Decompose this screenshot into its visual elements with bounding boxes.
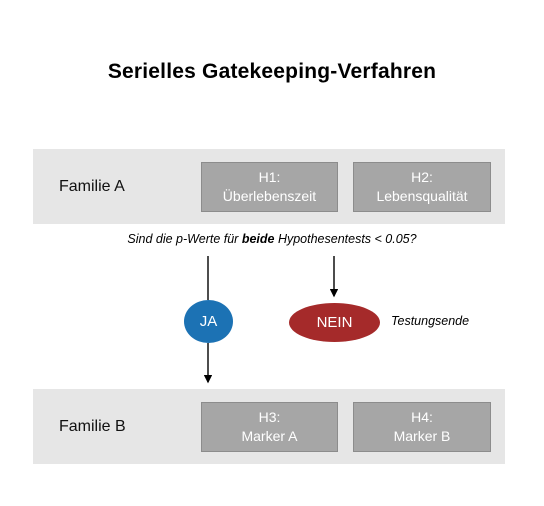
- hypothesis-h3-name: Marker A: [241, 428, 298, 444]
- no-node: NEIN: [289, 303, 380, 342]
- hypothesis-h4-id: H4:: [411, 409, 433, 425]
- hypothesis-h2-box: H2: Lebensqualität: [353, 162, 491, 212]
- family-a-band: Familie A H1: Überlebenszeit H2: Lebensq…: [33, 149, 505, 224]
- hypothesis-h2-name: Lebensqualität: [376, 188, 468, 204]
- question-emphasis: beide: [241, 232, 275, 246]
- decision-question: Sind die p-Werte für beide Hypothesentes…: [0, 232, 544, 246]
- family-b-label: Familie B: [59, 418, 126, 435]
- question-suffix: Hypothesentests < 0.05?: [274, 232, 417, 246]
- hypothesis-h1-box: H1: Überlebenszeit: [201, 162, 338, 212]
- family-a-label: Familie A: [59, 178, 125, 195]
- hypothesis-h3-id: H3:: [258, 409, 281, 425]
- hypothesis-h1-name: Überlebenszeit: [222, 188, 317, 204]
- family-b-band: Familie B H3: Marker A H4: Marker B: [33, 389, 505, 464]
- hypothesis-h4-box: H4: Marker B: [353, 402, 491, 452]
- diagram-title: Serielles Gatekeeping-Verfahren: [107, 60, 437, 83]
- yes-node: JA: [184, 300, 233, 343]
- hypothesis-h3-box: H3: Marker A: [201, 402, 338, 452]
- question-prefix: Sind die p-Werte für: [127, 232, 242, 246]
- hypothesis-h1-id: H1:: [258, 169, 281, 185]
- testing-end-label: Testungsende: [391, 314, 470, 328]
- hypothesis-h4-name: Marker B: [393, 428, 451, 444]
- hypothesis-h2-id: H2:: [411, 169, 433, 185]
